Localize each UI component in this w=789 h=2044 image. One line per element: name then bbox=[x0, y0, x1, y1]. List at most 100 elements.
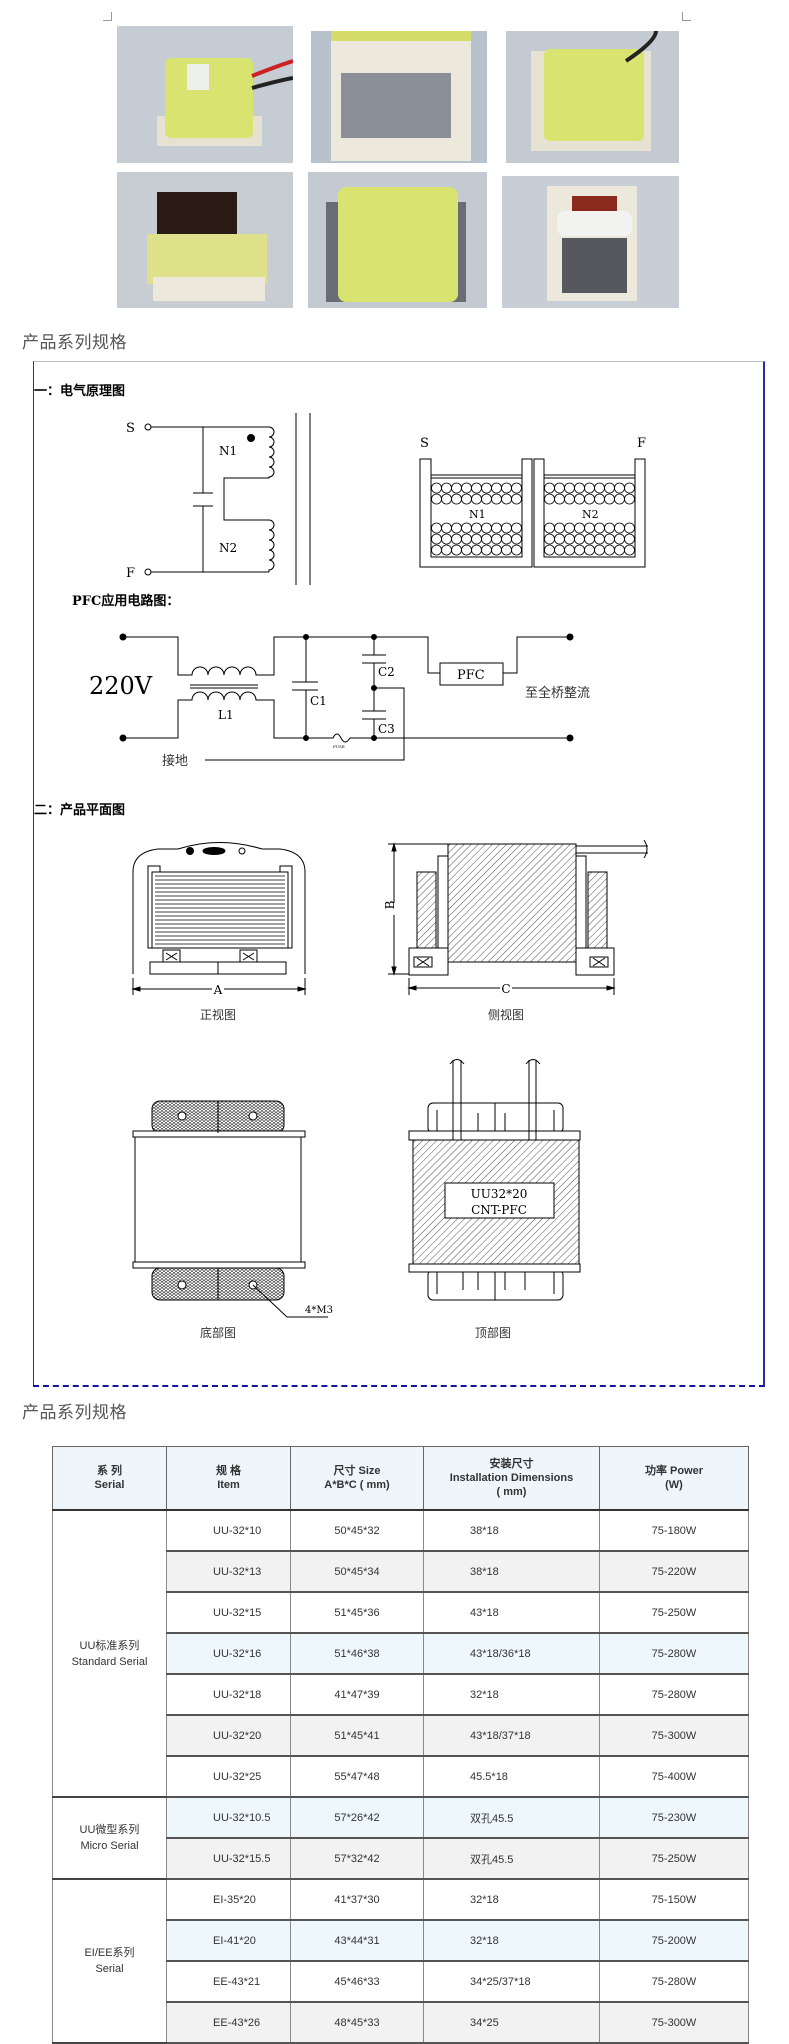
wire-turn bbox=[604, 482, 615, 494]
wire-turn bbox=[501, 522, 512, 534]
wire-turn bbox=[501, 544, 512, 556]
cell-size: 51*45*36 bbox=[290, 1592, 424, 1634]
wire-turn bbox=[614, 522, 625, 534]
wire-turn bbox=[491, 493, 502, 505]
cell-size: 57*26*42 bbox=[290, 1797, 424, 1839]
cell-item: EE-43*26 bbox=[166, 2002, 291, 2044]
series-name: UU微型系列 bbox=[79, 1824, 140, 1836]
wire-turn bbox=[614, 482, 625, 494]
wire-turn bbox=[511, 482, 522, 494]
wire-turn bbox=[574, 482, 585, 494]
series-name: EI/EE系列 bbox=[84, 1947, 135, 1959]
wire-turn bbox=[564, 493, 575, 505]
wire-turn bbox=[614, 533, 625, 545]
wire-turn bbox=[511, 544, 522, 556]
wire-turn bbox=[481, 522, 492, 534]
cell-install: 双孔45.5 bbox=[423, 1838, 600, 1880]
column-header-line: A*B*C ( mm) bbox=[324, 1479, 390, 1491]
wire-turn bbox=[451, 522, 462, 534]
wire-turn bbox=[501, 493, 512, 505]
cell-install: 38*18 bbox=[423, 1551, 600, 1593]
cell-size: 51*45*41 bbox=[290, 1715, 424, 1757]
wire-turn bbox=[451, 482, 462, 494]
cell-item: EI-41*20 bbox=[166, 1920, 291, 1962]
column-header-line: 规 格 bbox=[215, 1465, 242, 1477]
wire-turn bbox=[451, 544, 462, 556]
column-header-line: (W) bbox=[665, 1479, 683, 1491]
pfc-circuit bbox=[119, 633, 574, 761]
cell-item: EE-43*21 bbox=[166, 1961, 291, 2003]
wire-turn bbox=[584, 493, 595, 505]
wire-turn bbox=[471, 544, 482, 556]
wire-turn bbox=[441, 522, 452, 534]
cell-power: 75-300W bbox=[599, 1715, 749, 1757]
inductor-core bbox=[190, 684, 258, 689]
cell-item: UU-32*10 bbox=[166, 1510, 291, 1552]
side-view-drawing bbox=[388, 839, 648, 995]
wire-turn bbox=[564, 533, 575, 545]
cell-install: 34*25/37*18 bbox=[423, 1961, 600, 2003]
cell-power: 75-280W bbox=[599, 1633, 749, 1675]
cell-item: UU-32*18 bbox=[166, 1674, 291, 1716]
cell-size: 45*46*33 bbox=[290, 1961, 424, 2003]
series-cell: UU微型系列 Micro Serial bbox=[52, 1797, 167, 1880]
wire-turn bbox=[481, 544, 492, 556]
section-title-specifications: 产品系列规格 bbox=[22, 333, 127, 353]
column-header-line: Installation Dimensions bbox=[449, 1472, 574, 1484]
wire-turn bbox=[574, 522, 585, 534]
wire-turn bbox=[614, 493, 625, 505]
wire-turn bbox=[624, 482, 635, 494]
specification-panel bbox=[33, 361, 765, 1387]
heading-pfc-circuit: PFC应用电路图： bbox=[72, 593, 179, 609]
cell-item: UU-32*10.5 bbox=[166, 1797, 291, 1839]
polarity-dot bbox=[247, 434, 255, 442]
label-fuse: FUSE bbox=[333, 744, 345, 749]
wire-turn bbox=[604, 533, 615, 545]
wire-turn bbox=[471, 482, 482, 494]
wire-turn bbox=[624, 493, 635, 505]
crop-mark-left bbox=[103, 12, 112, 21]
cell-item: UU-32*13 bbox=[166, 1551, 291, 1593]
wire-turn bbox=[461, 482, 472, 494]
product-label-plate bbox=[444, 1182, 555, 1219]
label-winding-n2: N2 bbox=[219, 541, 237, 555]
photo-transformer-4 bbox=[117, 172, 293, 308]
wire-turn bbox=[451, 533, 462, 545]
wire-turn bbox=[491, 533, 502, 545]
wire-turn bbox=[584, 482, 595, 494]
pfc-block bbox=[439, 662, 504, 686]
wire-turn bbox=[574, 493, 585, 505]
cell-item: UU-32*16 bbox=[166, 1633, 291, 1675]
cell-item: EI-35*20 bbox=[166, 1879, 291, 1921]
wire-turn bbox=[604, 493, 615, 505]
photo-transformer-2 bbox=[311, 31, 487, 163]
cell-install: 32*18 bbox=[423, 1674, 600, 1716]
wire-turn bbox=[471, 493, 482, 505]
wire-turn bbox=[564, 544, 575, 556]
lead-wires bbox=[449, 1059, 541, 1140]
wire-turn bbox=[511, 533, 522, 545]
wire-turn bbox=[624, 522, 635, 534]
caption-front-view: 正视图 bbox=[200, 1007, 236, 1022]
series-name: Micro Serial bbox=[80, 1840, 139, 1852]
wire-turn bbox=[544, 493, 555, 505]
label-terminal-s: S bbox=[126, 421, 135, 436]
label-output: 至全桥整流 bbox=[525, 685, 590, 701]
cell-size: 50*45*32 bbox=[290, 1510, 424, 1552]
wire-turn bbox=[584, 522, 595, 534]
label-terminal-f: F bbox=[126, 566, 135, 581]
wire-turn bbox=[451, 493, 462, 505]
wire-turn bbox=[461, 544, 472, 556]
column-header-line: 系 列 bbox=[96, 1465, 123, 1477]
label-c2: C2 bbox=[378, 665, 395, 679]
wire-turn bbox=[554, 482, 565, 494]
cell-size: 55*47*48 bbox=[290, 1756, 424, 1798]
label-dimension-b: B bbox=[383, 900, 397, 909]
